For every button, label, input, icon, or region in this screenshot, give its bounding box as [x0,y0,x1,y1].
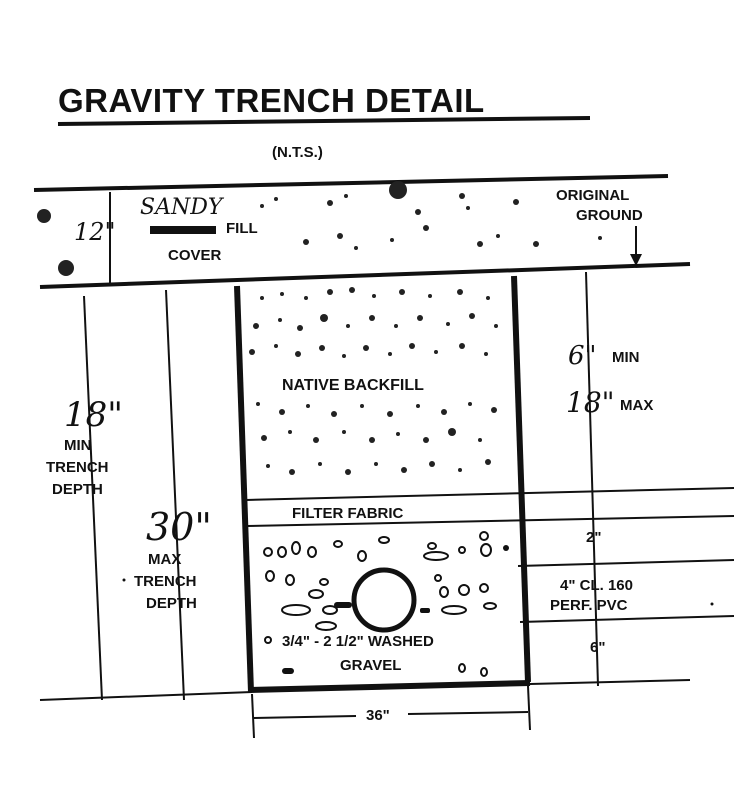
backfill-max-value: 18" [566,386,615,419]
filter-fabric-bottom [246,515,734,527]
trench-width-dim: 36" [366,707,390,724]
max-trench-label: TRENCH [134,573,197,590]
filter-fabric-label: FILTER FABRIC [292,505,404,522]
pipe-spec-line1: 4" CL. 160 [560,577,633,594]
right-dim-line [585,271,599,687]
backfill-min-label: MIN [612,349,640,366]
max-label: MAX [148,551,181,568]
pipe-bottom-line [519,615,734,623]
width-dim-left-tick [251,693,255,739]
width-dim-line-left [253,715,357,719]
below-pipe-dim: 6" [590,639,605,656]
stray-mark-2 [122,578,126,582]
pipe-top-line [517,559,734,567]
scale-note: (N.T.S.) [272,144,323,161]
filter-fabric-top [245,487,734,501]
max-depth-label: DEPTH [146,595,197,612]
trench-bottom [249,680,531,693]
stray-mark [710,602,714,606]
original-ground-line [39,262,691,289]
min-trench-label: TRENCH [46,459,109,476]
trench-bottom-extension [39,691,253,701]
fill-label: FILL [226,220,258,237]
arrow-head-icon [630,254,642,266]
width-dim-right-tick [527,685,531,731]
max-depth-dim-line [165,289,185,701]
fabric-to-pipe-dim: 2" [586,529,601,546]
struck-out-word [150,226,216,234]
min-depth-value: 18" [64,395,123,435]
cover-label: COVER [168,247,222,264]
backfill-min-value: 6" [568,341,597,371]
gravel-label-line2: GRAVEL [340,657,401,674]
native-backfill-texture [249,287,498,475]
pipe-spec-line2: PERF. PVC [550,597,628,614]
finished-grade-line [33,174,669,192]
drawing-title: GRAVITY TRENCH DETAIL [58,82,485,119]
min-depth-dim-line [83,295,103,701]
trench-right-wall [511,275,531,683]
trench-left-wall [234,285,254,693]
min-label: MIN [64,437,92,454]
gravel-label-line1: 3/4" - 2 1/2" WASHED [282,633,434,650]
original-ground-label-2: GROUND [576,207,643,224]
original-ground-label: ORIGINAL [556,187,629,204]
title-underline [57,116,591,126]
cover-thickness: 12" [74,218,116,246]
perforated-pipe [351,567,417,633]
gravel-texture [263,531,497,677]
max-depth-value: 30" [146,505,212,549]
width-dim-line-right [407,711,529,715]
gravel-solid-stones [282,545,509,674]
min-depth-label: DEPTH [52,481,103,498]
backfill-max-label: MAX [620,397,653,414]
native-backfill-label: NATIVE BACKFILL [282,377,424,394]
cover-soil-texture [37,181,602,276]
cover-material: SANDY [140,195,225,220]
trench-bottom-extension-right [529,679,691,685]
